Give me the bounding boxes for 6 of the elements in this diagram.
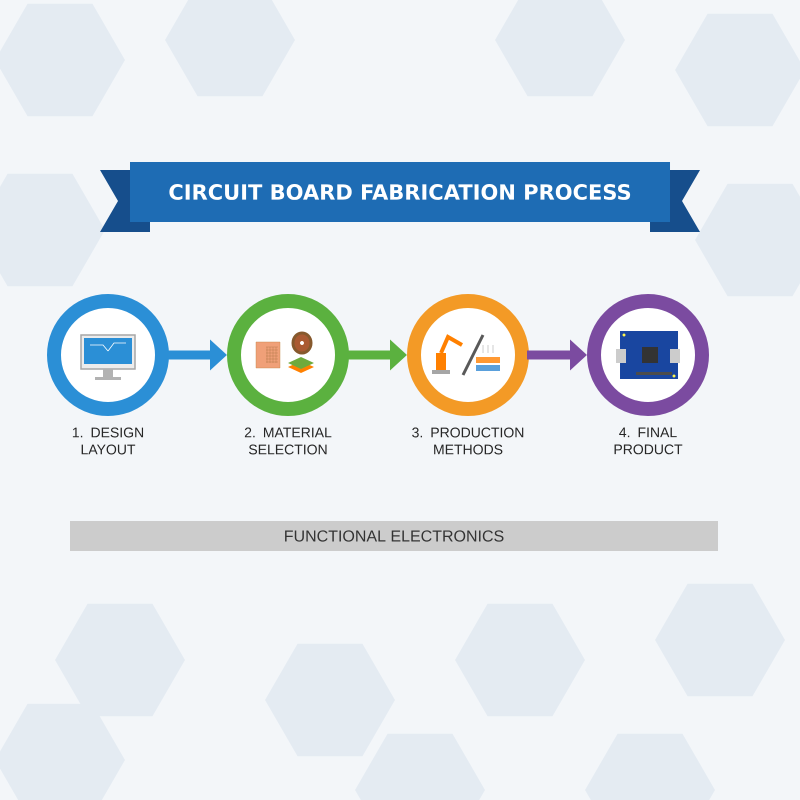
- step-label: 1. DESIGN LAYOUT: [72, 428, 144, 454]
- step-label: 4. FINAL PRODUCT: [614, 428, 682, 454]
- title-banner: CIRCUIT BOARD FABRICATION PROCESS: [100, 162, 700, 232]
- step-label: 2. MATERIAL SELECTION: [244, 428, 332, 454]
- band: FUNCTIONAL ELECTRONICS: [70, 521, 718, 551]
- step-label: 3. PRODUCTION METHODS: [412, 428, 524, 454]
